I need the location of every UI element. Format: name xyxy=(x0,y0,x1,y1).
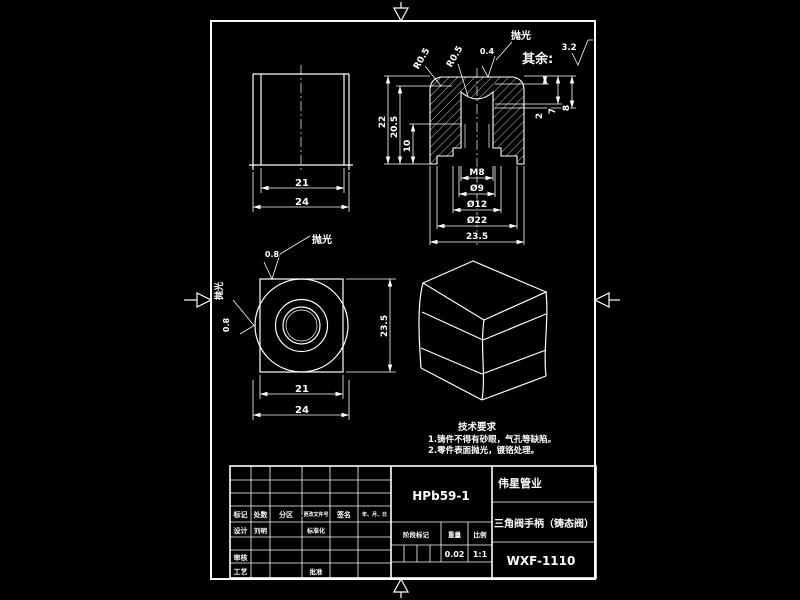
tb-header-mark: 标记 xyxy=(233,510,248,519)
drawing-border xyxy=(210,20,596,580)
section-dim-d9: Ø9 xyxy=(470,183,484,194)
tb-header-sign: 签名 xyxy=(336,510,351,519)
tb-header-zone: 分区 xyxy=(279,510,293,519)
polish-check-top-icon xyxy=(263,235,311,281)
tech-req-title: 技术要求 xyxy=(458,421,497,433)
section-dim-7: 7 xyxy=(548,108,558,114)
tb-company: 伟星管业 xyxy=(498,476,542,490)
tb-weight-label: 重量 xyxy=(448,530,462,539)
bottom-dim-21: 21 xyxy=(295,384,309,395)
radius-callout-1: R0.5 xyxy=(412,47,432,72)
section-view: 22 20.5 10 2 7 8 M8 Ø9 Ø12 Ø22 23.5 xyxy=(377,68,576,248)
isometric-view xyxy=(418,260,548,401)
tech-req-line2: 2.零件表面抛光，镀铬处理。 xyxy=(428,445,539,456)
tb-row-check: 审核 xyxy=(234,553,248,562)
tb-part-name: 三角阀手柄（铸态阀） xyxy=(494,517,594,530)
section-dim-205: 20.5 xyxy=(390,116,400,138)
section-dim-22: 22 xyxy=(378,116,388,129)
section-dim-10: 10 xyxy=(403,140,413,153)
technical-requirements: 技术要求 1.铸件不得有砂眼，气孔等缺陷。 2.零件表面抛光，镀铬处理。 xyxy=(427,420,558,458)
tb-row-standardization: 标准化 xyxy=(306,527,325,535)
centering-mark-top xyxy=(392,2,410,23)
centering-mark-bottom xyxy=(392,577,410,598)
centering-mark-left xyxy=(184,292,213,308)
tb-row-approve: 批准 xyxy=(310,567,324,576)
bottom-view: 21 24 23.5 0.8 抛光 0.8 抛光 xyxy=(212,232,396,420)
front-dim-21: 21 xyxy=(295,178,309,189)
radius-callout-2: R0.5 xyxy=(445,45,465,70)
section-dim-d12: Ø12 xyxy=(467,199,487,210)
tb-drawing-number: WXF-1110 xyxy=(507,554,576,568)
bottom-polish-label-side: 抛光 xyxy=(213,282,225,300)
bottom-polish-value-top: 0.8 xyxy=(265,250,280,259)
tb-stage-mark-label: 阶段标记 xyxy=(403,530,430,539)
bottom-dim-24: 24 xyxy=(295,405,309,416)
tb-scale-label: 比例 xyxy=(474,530,488,539)
tech-req-line1: 1.铸件不得有砂眼，气孔等缺陷。 xyxy=(428,434,556,445)
tb-row-process: 工艺 xyxy=(234,567,248,576)
bottom-polish-label-top: 抛光 xyxy=(312,233,332,246)
tb-weight-value: 0.02 xyxy=(445,550,465,559)
rest-roughness-value: 3.2 xyxy=(561,43,576,53)
section-dim-d22: Ø22 xyxy=(467,215,487,226)
polish-note-top: 抛光 xyxy=(511,29,531,42)
rest-roughness-label: 其余: xyxy=(522,51,553,67)
title-block: 标记 处数 分区 更改文件号 签名 年、月、日 设计 刘明 标准化 审核 工艺 … xyxy=(229,465,597,579)
bottom-dim-235: 23.5 xyxy=(380,315,390,337)
tb-header-date: 年、月、日 xyxy=(362,511,387,518)
roughness-value-04: 0.4 xyxy=(480,47,495,56)
section-dim-2: 2 xyxy=(535,113,545,119)
roughness-check-icon xyxy=(481,55,496,78)
tb-material: HPb59-1 xyxy=(412,489,469,503)
polish-check-side-icon xyxy=(232,299,255,335)
front-dim-24: 24 xyxy=(295,197,309,208)
rest-roughness-check-icon xyxy=(571,39,593,66)
section-dim-235: 23.5 xyxy=(466,232,488,242)
tb-header-change-file: 更改文件号 xyxy=(303,511,328,518)
bottom-polish-value-side: 0.8 xyxy=(222,317,231,332)
tb-header-count: 处数 xyxy=(253,510,269,519)
tb-scale-value: 1:1 xyxy=(473,550,488,559)
tb-design-signature: 刘明 xyxy=(254,526,268,535)
section-dim-8: 8 xyxy=(562,105,572,111)
front-view: 21 24 xyxy=(249,65,353,212)
tb-row-design: 设计 xyxy=(234,526,248,535)
centering-mark-right xyxy=(593,292,620,308)
section-dim-m8: M8 xyxy=(469,168,484,178)
